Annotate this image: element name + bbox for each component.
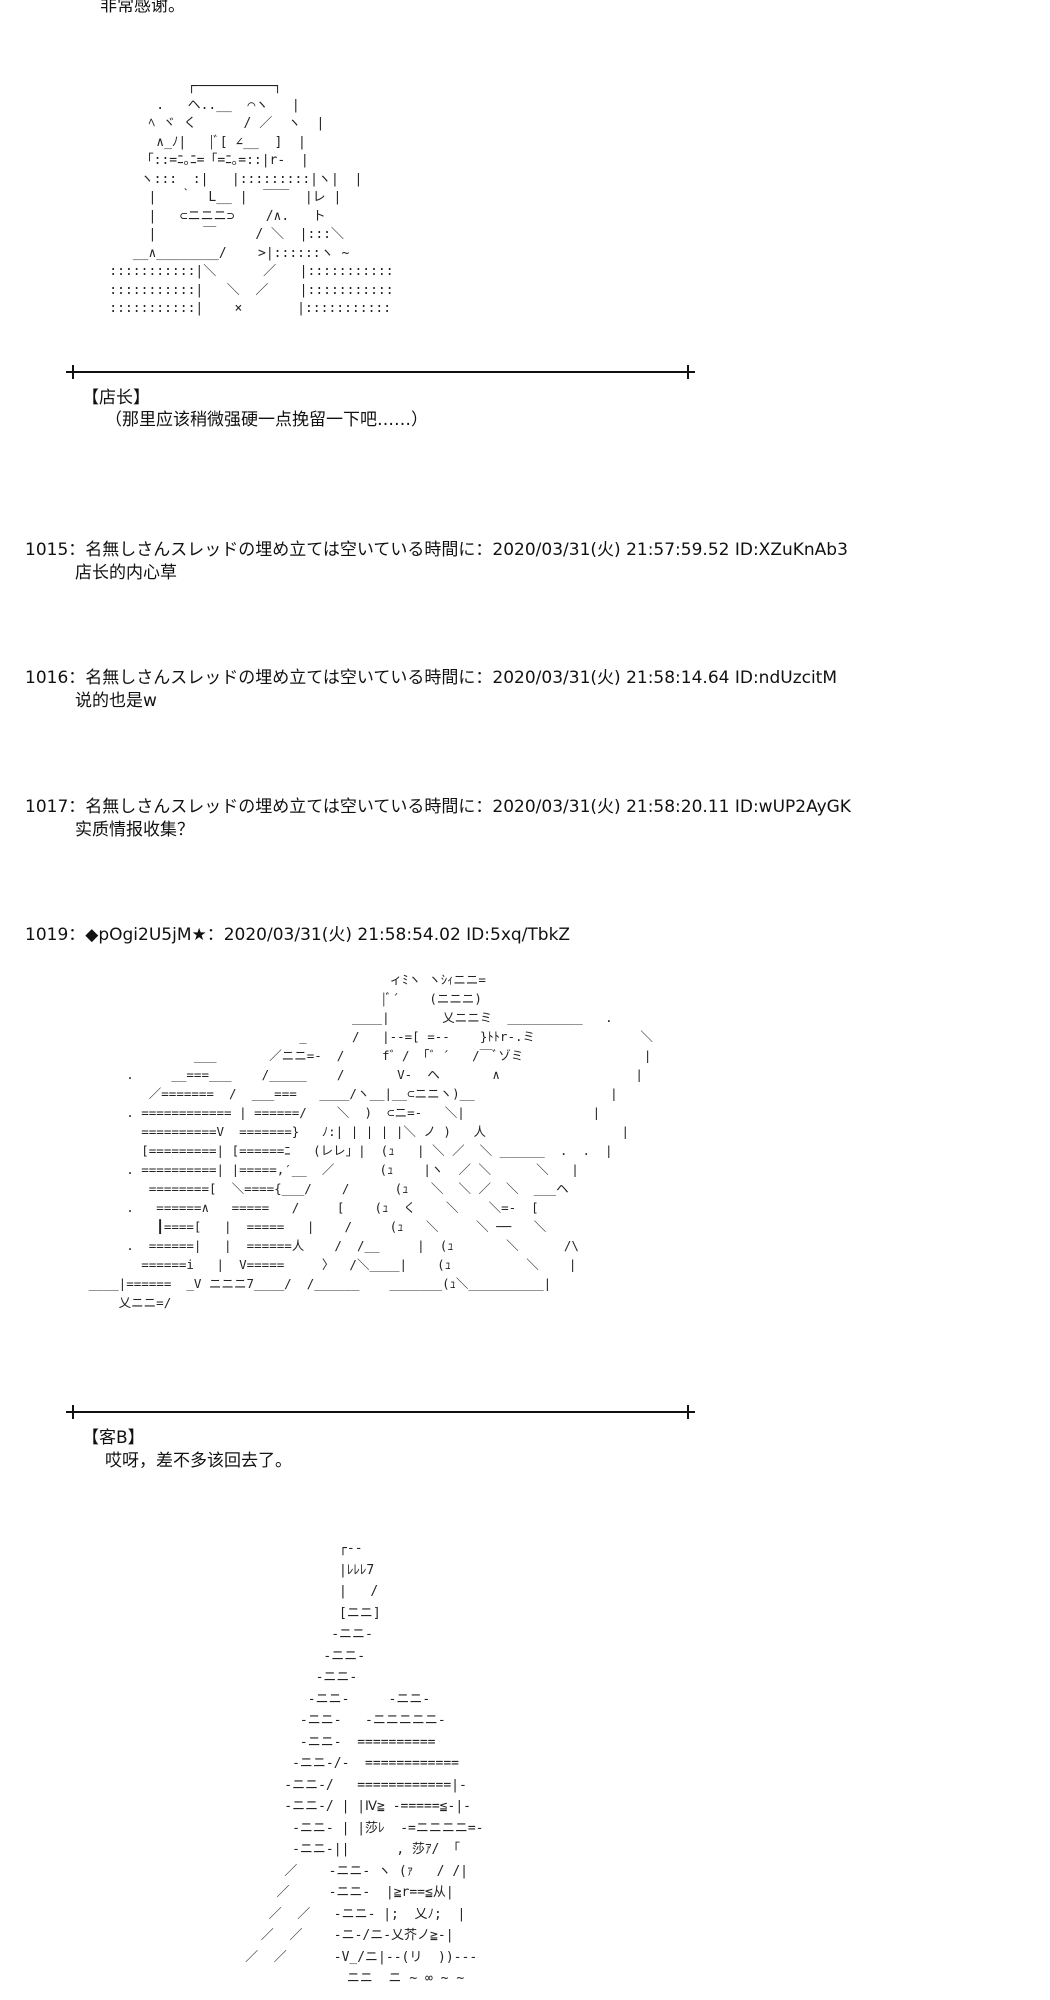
ascii-art-customers-scene: ィﾐヽ ヽｼｨニニ= |ﾞ´ (ニニニ) ____| 乂ニニミ ________…: [88, 972, 653, 1310]
post-header-1019: 1019：◆pOgi2U5jM★：2020/03/31(火) 21:58:54.…: [25, 925, 571, 945]
ascii-art-store-manager: ┌──────────┐ . ヘ..__ ⌒ヽ | ﾍ ヾ く / ／ ヽ | …: [109, 79, 394, 316]
post-header-1016: 1016：名無しさんスレッドの埋め立ては空いている時間に：2020/03/31(…: [25, 668, 838, 688]
speech-text: （那里应该稍微强硬一点挽留一下吧……）: [105, 410, 428, 430]
divider-right-cross: [681, 365, 695, 379]
post-body-1016: 说的也是w: [75, 691, 157, 711]
speaker-label: 【店长】: [82, 388, 150, 408]
speech-text: 哎呀，差不多该回去了。: [105, 1451, 292, 1471]
post-body-1015: 店长的内心草: [75, 563, 177, 583]
speaker-label: 【客B】: [82, 1428, 145, 1448]
divider-right-cross: [681, 1405, 695, 1419]
divider-left-cross: [66, 1405, 80, 1419]
ascii-art-customer-b: ┌-- |ﾚﾚﾚ7 | / [ニニ] -ニニ- -ニニ- -ニニ- -ニニ- -…: [245, 1541, 484, 1986]
scene-divider-2: [73, 1411, 690, 1413]
divider-left-cross: [66, 365, 80, 379]
post-header-1015: 1015：名無しさんスレッドの埋め立ては空いている時間に：2020/03/31(…: [25, 540, 848, 560]
post-header-1017: 1017：名無しさんスレッドの埋め立ては空いている時間に：2020/03/31(…: [25, 797, 851, 817]
post-body-1017: 实质情报收集？: [75, 820, 194, 840]
top-cut-text: 非常感谢。: [100, 0, 185, 16]
scene-divider-1: [73, 371, 690, 373]
